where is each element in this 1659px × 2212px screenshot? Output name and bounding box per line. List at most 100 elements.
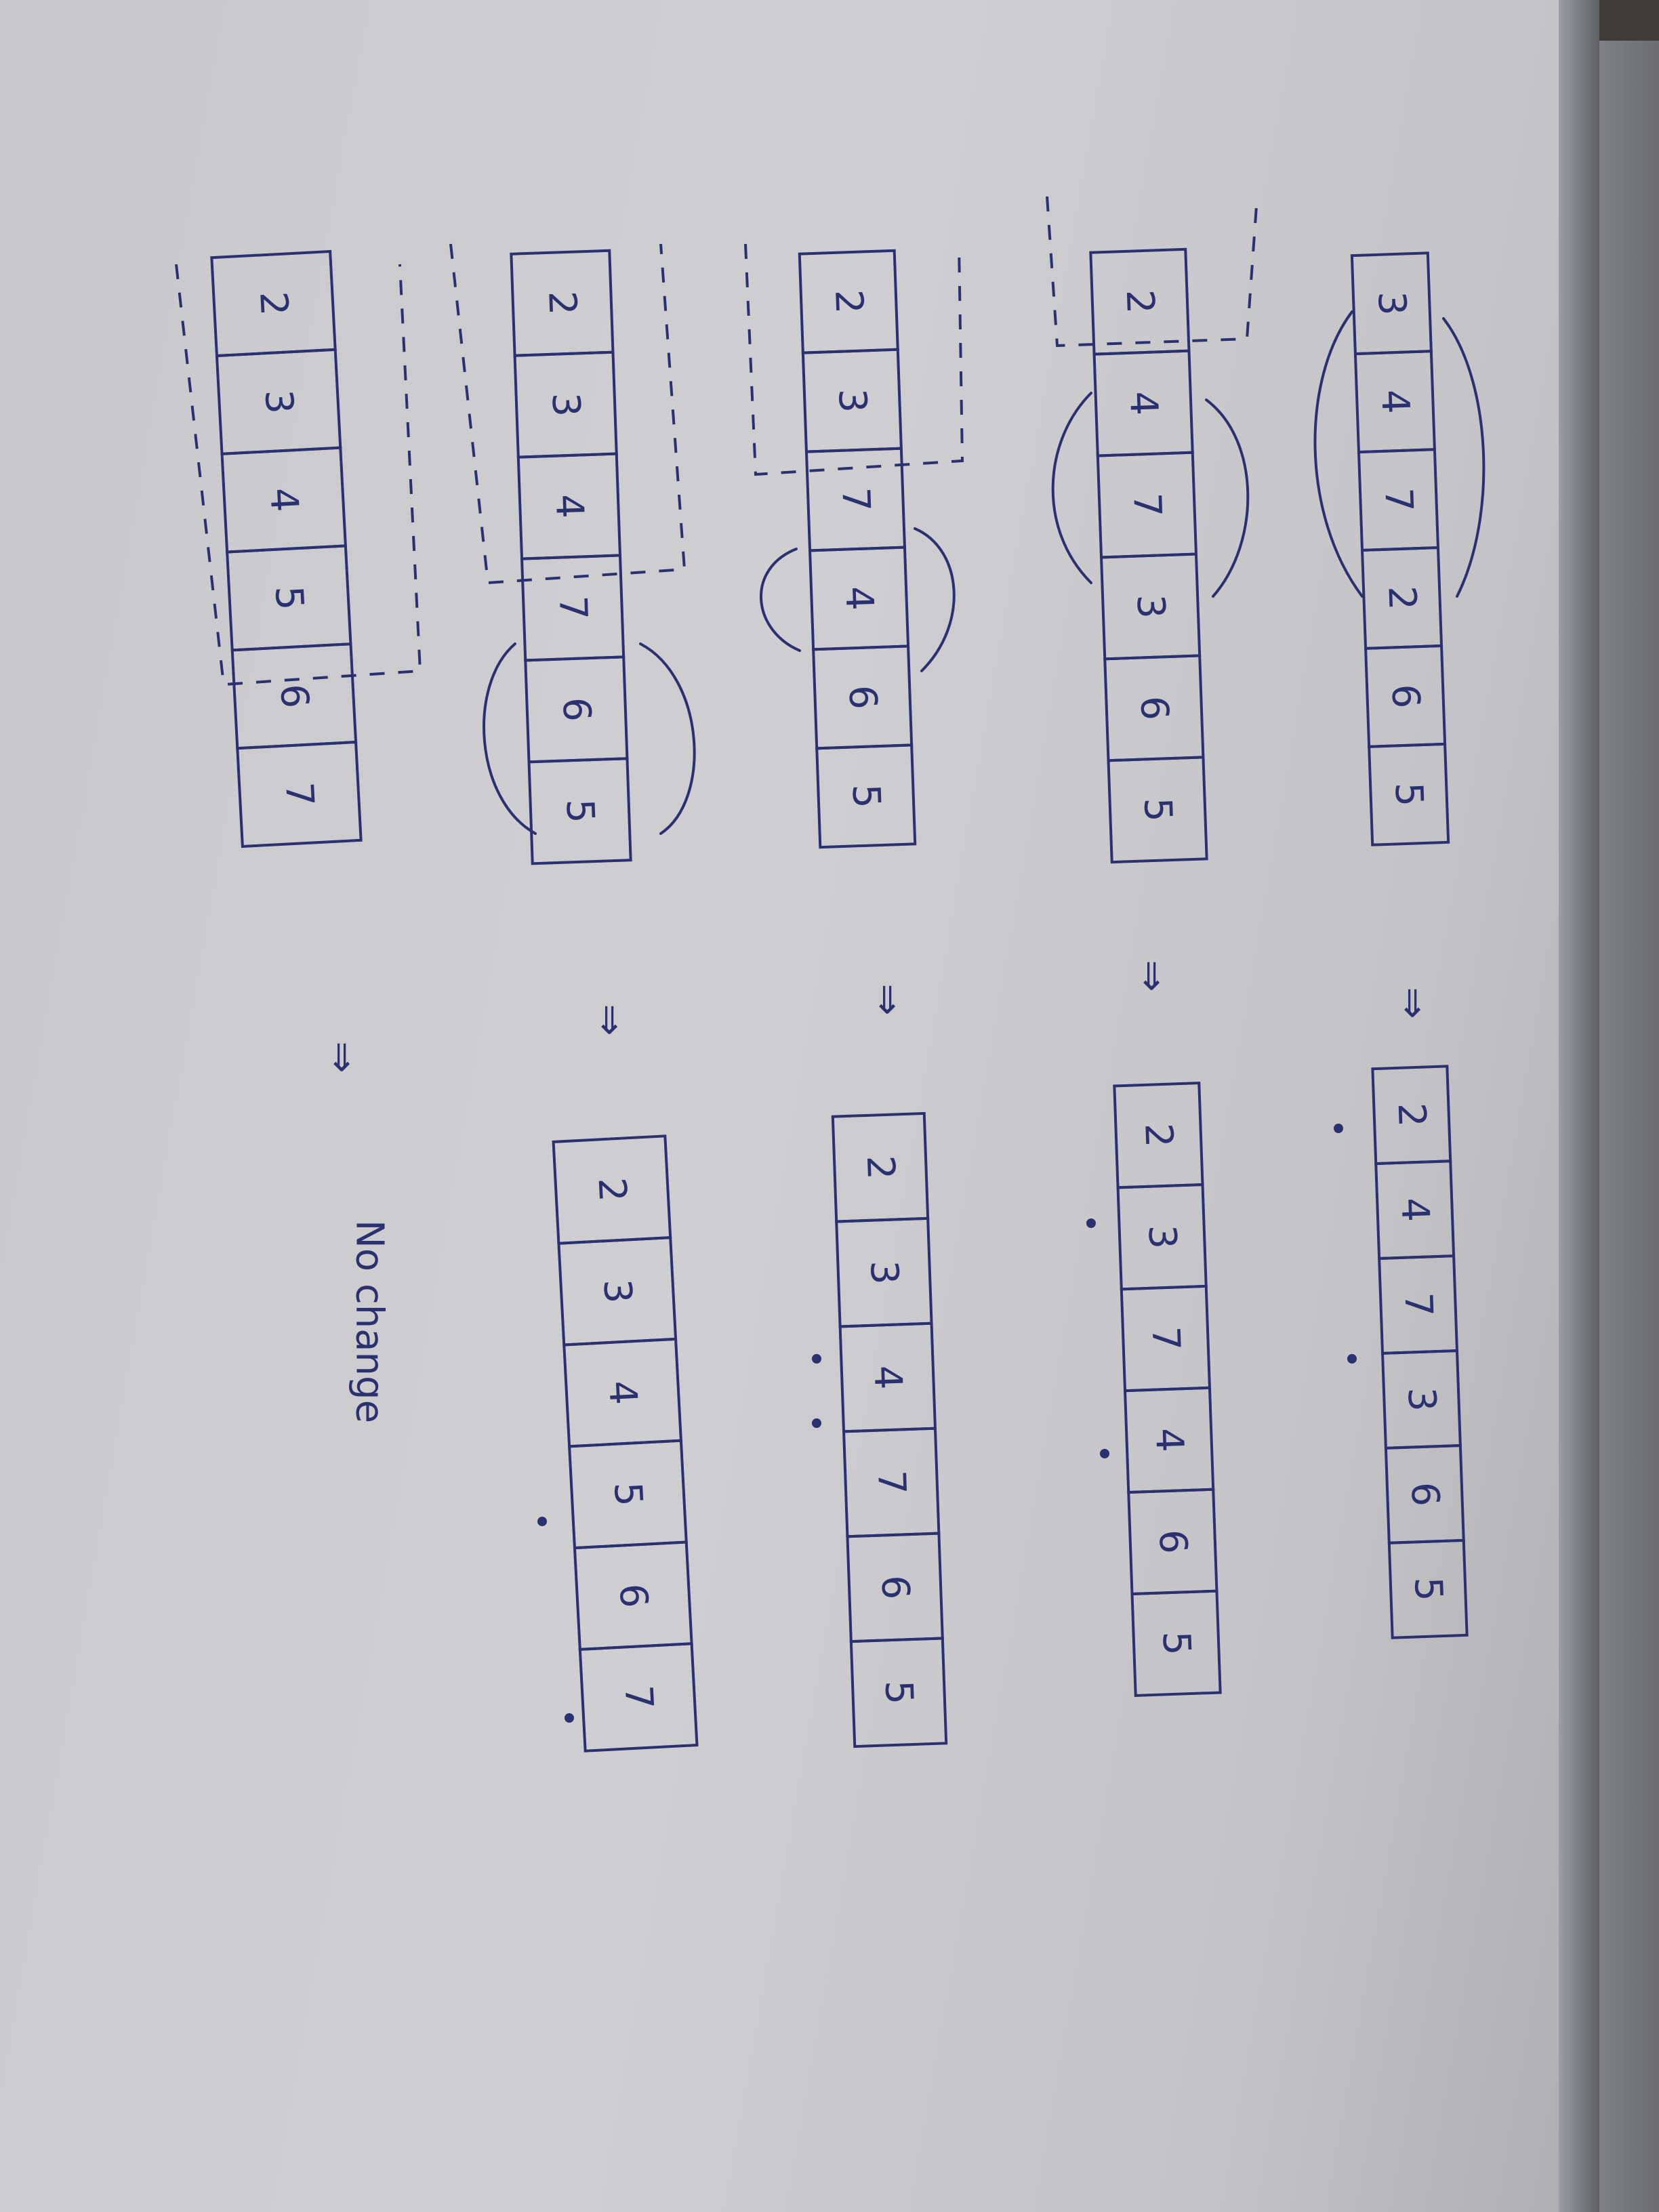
cell-value: 4 xyxy=(1121,390,1166,416)
array-cell: 4 xyxy=(562,1337,682,1448)
notebook-spine xyxy=(1559,0,1599,2212)
cell-value: 2 xyxy=(251,290,296,316)
array-cell: 3 xyxy=(215,348,342,455)
array-cell: 4 xyxy=(1123,1386,1215,1494)
array-cell: 3 xyxy=(513,350,618,459)
array-cell: 4 xyxy=(838,1322,937,1433)
array-after-1: 2 47 3 6 5 xyxy=(1371,1065,1469,1639)
cell-value: 2 xyxy=(858,1155,903,1181)
array-cell: 5 xyxy=(1387,1538,1469,1639)
cell-value: 5 xyxy=(876,1679,921,1705)
array-cell: 3 xyxy=(1380,1349,1462,1450)
array-cell: 2 xyxy=(1089,247,1191,356)
array-cell: 5 xyxy=(226,544,352,652)
array-cell: 4 xyxy=(516,452,622,560)
cell-value: 3 xyxy=(1399,1387,1443,1412)
cell-value: 2 xyxy=(1389,1102,1434,1128)
cell-value: 6 xyxy=(1402,1481,1447,1507)
swap-arrow xyxy=(1313,310,1364,598)
cell-value: 6 xyxy=(840,684,885,710)
array-after-4: 2 34 5 6 7 xyxy=(552,1134,699,1753)
array-cell: 5 xyxy=(1368,742,1450,846)
array-cell: 4 xyxy=(220,446,347,554)
cell-value: 7 xyxy=(1124,492,1169,518)
swap-arrow xyxy=(483,642,537,835)
next-page-edge xyxy=(1599,41,1659,2212)
cell-value: 4 xyxy=(547,493,592,519)
swap-arrow xyxy=(639,642,696,835)
cell-value: 5 xyxy=(266,585,312,611)
implies-arrow-icon: ⇒ xyxy=(1391,987,1435,1019)
cell-value: 6 xyxy=(1382,683,1427,709)
array-cell: 6 xyxy=(524,655,629,764)
notebook-page xyxy=(0,0,1593,2212)
array-cell: 7 xyxy=(1120,1284,1212,1393)
array-cell: 7 xyxy=(842,1427,941,1538)
array-cell: 6 xyxy=(573,1540,693,1652)
marker-dot xyxy=(812,1418,821,1428)
cell-value: 6 xyxy=(1132,695,1176,721)
cell-value: 4 xyxy=(865,1365,910,1391)
array-cell: 6 xyxy=(1364,644,1447,748)
array-cell: 6 xyxy=(230,642,358,750)
cell-value: 6 xyxy=(611,1582,656,1609)
cell-value: 3 xyxy=(1369,291,1414,316)
cell-value: 7 xyxy=(550,595,595,621)
array-cell: 2 xyxy=(1113,1082,1204,1189)
cell-value: 5 xyxy=(1387,781,1431,807)
marker-dot xyxy=(1086,1218,1096,1228)
implies-arrow-icon: ⇒ xyxy=(588,1004,632,1036)
cell-value: 5 xyxy=(1406,1576,1450,1602)
array-cell: 5 xyxy=(849,1637,948,1748)
marker-dot xyxy=(812,1354,821,1364)
array-cell: 4 xyxy=(1374,1160,1456,1261)
cell-value: 5 xyxy=(605,1481,651,1507)
cell-value: 7 xyxy=(276,781,322,808)
cell-value: 7 xyxy=(616,1684,661,1711)
cell-value: 5 xyxy=(1153,1631,1198,1656)
cell-value: 5 xyxy=(557,798,602,824)
array-cell: 7 xyxy=(1357,448,1440,552)
swap-arrow xyxy=(914,527,956,672)
cell-value: 2 xyxy=(826,289,871,314)
cell-value: 2 xyxy=(589,1176,634,1203)
cell-value: 5 xyxy=(844,783,888,809)
sorted-region-outline xyxy=(744,243,964,476)
array-cell: 7 xyxy=(1378,1254,1459,1355)
cell-value: 3 xyxy=(830,388,874,413)
array-cell: 6 xyxy=(1384,1443,1465,1544)
array-cell: 5 xyxy=(815,743,917,849)
array-cell: 6 xyxy=(1103,654,1205,762)
cell-value: 4 xyxy=(261,487,306,513)
swap-arrow xyxy=(1442,317,1486,598)
array-cell: 2 xyxy=(552,1134,672,1245)
array-cell: 7 xyxy=(520,554,626,662)
cell-value: 2 xyxy=(1379,586,1424,611)
array-cell: 2 xyxy=(798,249,899,354)
sorted-region-outline xyxy=(449,243,687,585)
cell-value: 3 xyxy=(256,388,302,415)
swap-arrow xyxy=(1051,392,1092,584)
cell-value: 4 xyxy=(1147,1427,1191,1453)
array-cell: 3 xyxy=(557,1235,678,1347)
sorted-region-outline xyxy=(175,264,422,687)
array-cell: 5 xyxy=(527,757,632,865)
cell-value: 3 xyxy=(1128,594,1173,619)
sorted-region-outline xyxy=(1046,196,1258,348)
cell-value: 2 xyxy=(1136,1122,1181,1148)
cell-value: 6 xyxy=(271,683,316,710)
array-cell: 6 xyxy=(1127,1488,1218,1596)
array-cell: 7 xyxy=(578,1642,699,1753)
array-cell: 7 xyxy=(1096,451,1198,559)
array-cell: 6 xyxy=(812,644,914,750)
array-cell: 2 xyxy=(210,249,337,358)
cell-value: 7 xyxy=(1376,487,1420,513)
array-cell: 2 xyxy=(831,1111,930,1223)
array-cell: 2 xyxy=(1360,546,1443,650)
array-cell: 5 xyxy=(1130,1589,1222,1697)
